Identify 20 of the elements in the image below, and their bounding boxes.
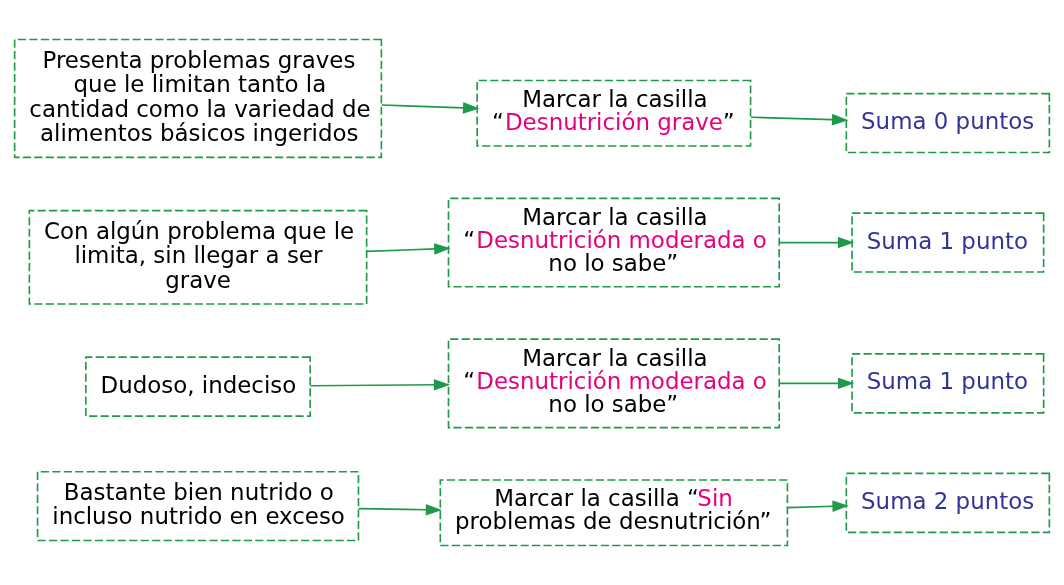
arrow [366,243,451,255]
node-box: Marcar la casilla “Desnutrición moderada o no lo sabe” [447,197,781,288]
arrow [309,379,451,391]
arrow [778,377,855,390]
node-box: Dudoso, indeciso [85,356,311,417]
node-box: Bastante bien nutrido o incluso nutrido en exceso [36,470,360,542]
node-box: Suma 0 puntos [845,92,1051,154]
node-box: Marcar la casilla “Desnutrición grave” [476,79,752,147]
node-box: Suma 2 puntos [845,472,1051,534]
node-box: Marcar la casilla “Sin problemas de desnutrición” [439,479,789,547]
arrow [381,102,480,114]
node-box: Suma 1 punto [851,353,1045,414]
arrow [778,236,855,249]
node-box: Con algún problema que le limita, sin llegar a ser grave [28,209,368,305]
node-box: Marcar la casilla “Desnutrición moderada o no lo sabe” [447,338,781,429]
node-box: Presenta problemas graves que le limitan tanto la cantidad como la variedad de alimentos básicos ingeridos [13,38,383,159]
node-box: Suma 1 punto [851,212,1045,273]
arrow [750,113,849,126]
arrow [786,500,849,512]
arrow [357,504,443,516]
